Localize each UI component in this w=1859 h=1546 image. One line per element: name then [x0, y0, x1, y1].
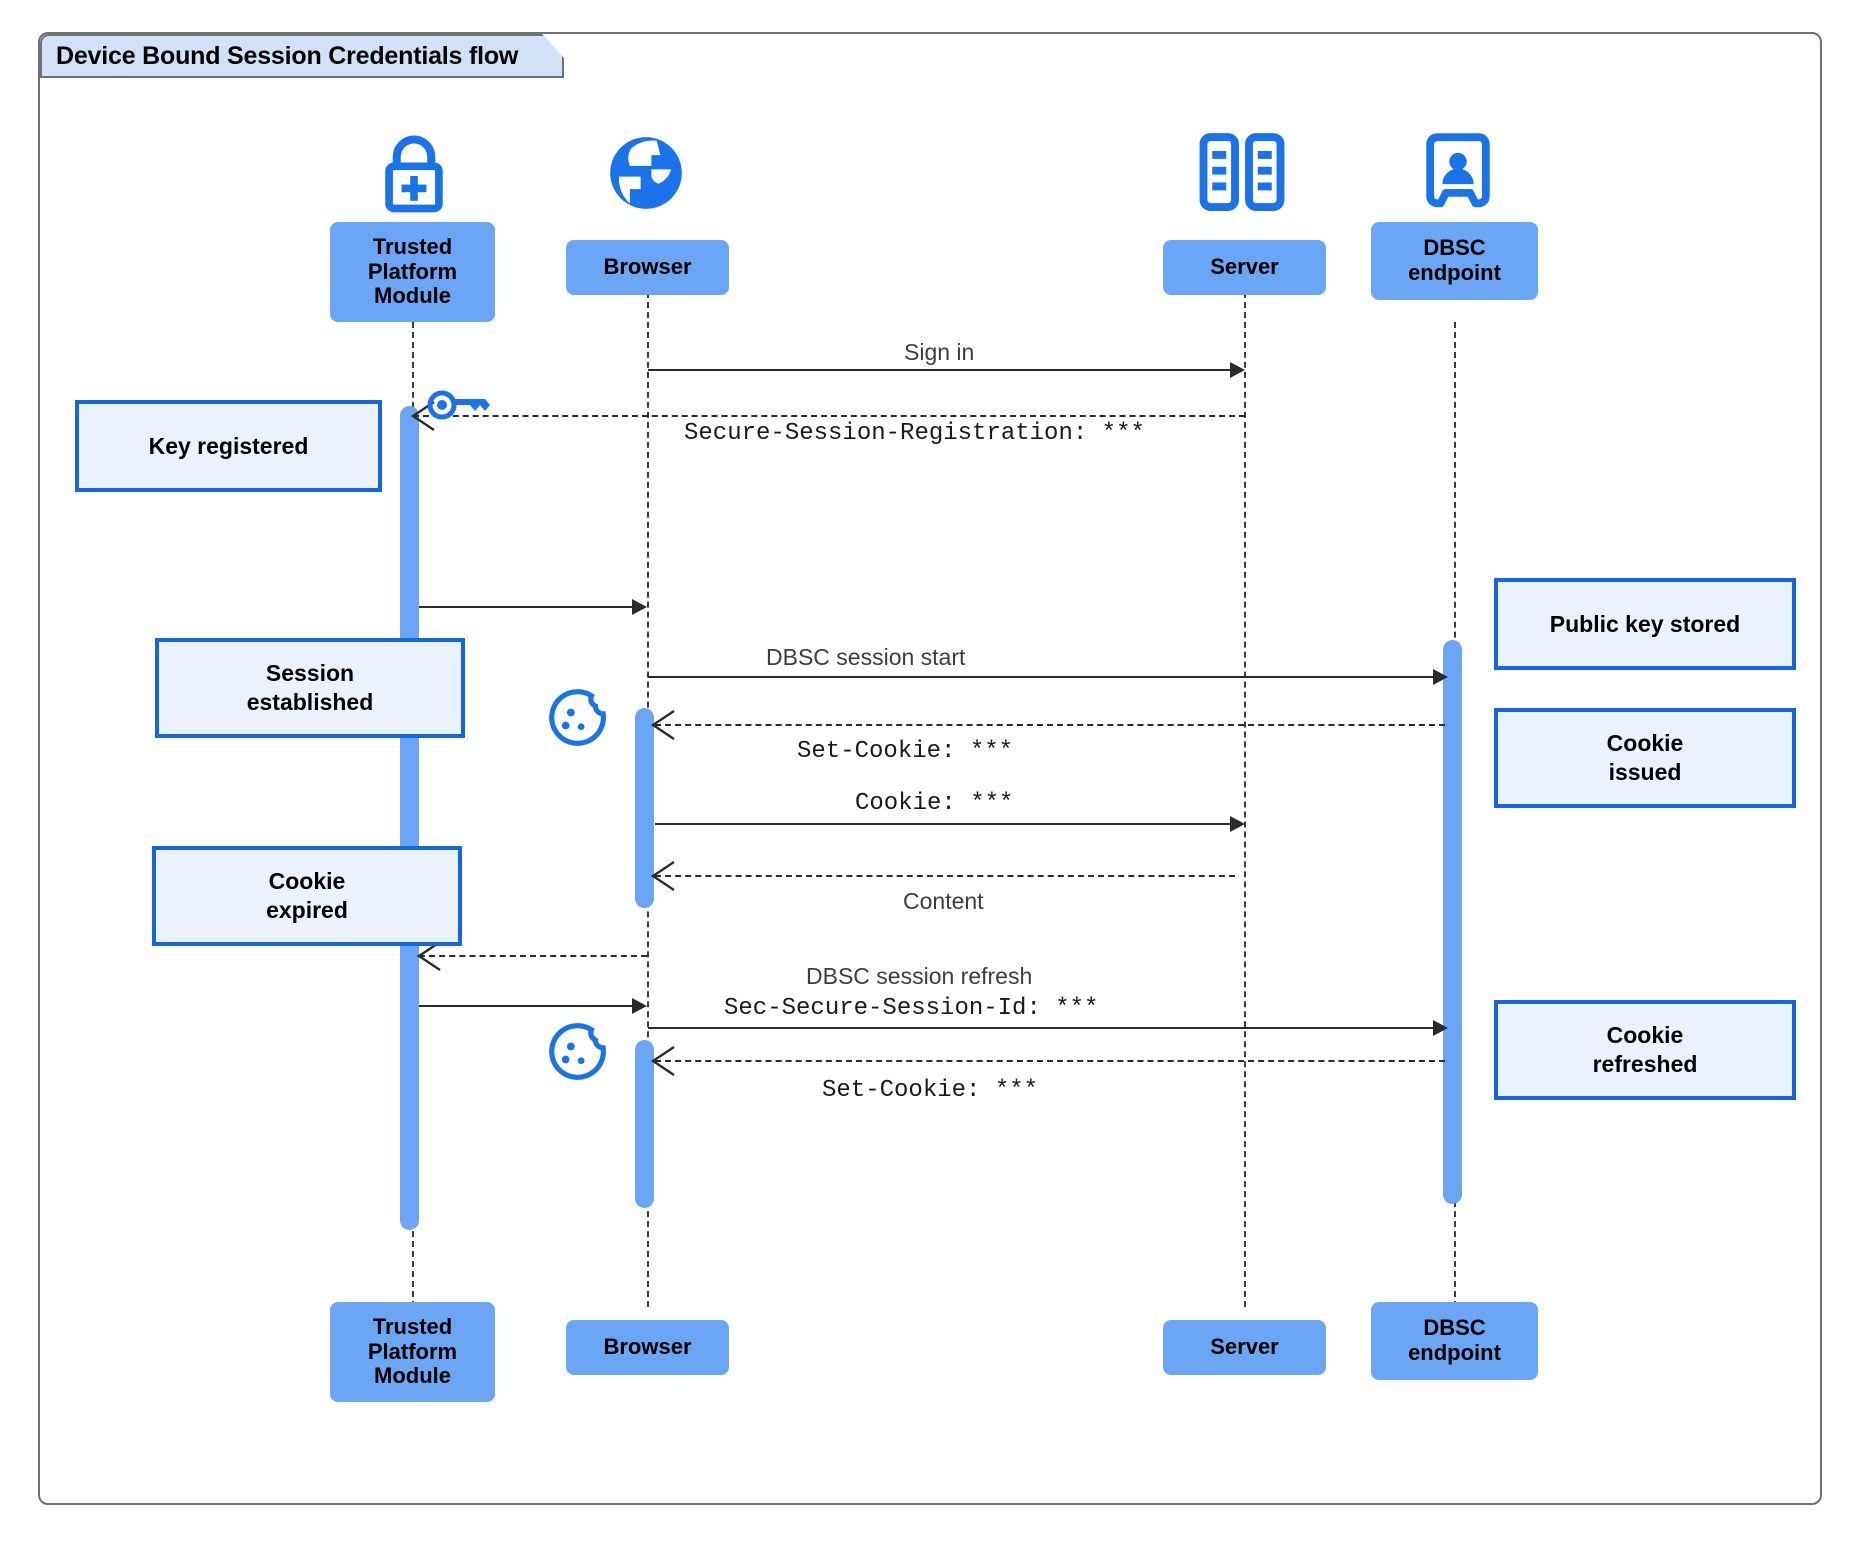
note-cookie-refreshed: Cookie refreshed [1494, 1000, 1796, 1100]
participant-label-server: Server [1210, 1334, 1279, 1360]
participant-label-tpm: Trusted Platform Module [367, 234, 458, 309]
participant-label-tpm: Trusted Platform Module [367, 1314, 458, 1389]
message-arrowhead-browser-to-tpm [416, 941, 441, 971]
participant-header-server[interactable]: Server [1163, 240, 1326, 295]
note-text: Session established [246, 660, 374, 715]
message-line-tpm-to-browser-1 [419, 606, 637, 608]
message-line-tpm-to-browser-2 [419, 1005, 637, 1007]
note-public-key-stored: Public key stored [1494, 578, 1796, 670]
message-arrowhead-dbsc-session-refresh [1433, 1020, 1448, 1036]
participant-header-dbsc[interactable]: DBSC endpoint [1371, 222, 1538, 300]
globe-icon [610, 137, 682, 209]
participant-footer-browser[interactable]: Browser [566, 1320, 729, 1375]
cookie-icon [549, 689, 606, 746]
message-arrowhead-set-cookie-1 [650, 710, 675, 740]
participant-label-browser: Browser [603, 1334, 692, 1360]
message-label-dbsc-session-refresh: DBSC session refresh [806, 963, 1033, 989]
key-icon [427, 390, 490, 420]
note-cookie-issued: Cookie issued [1494, 708, 1796, 808]
message-label-cookie: Cookie: *** [855, 790, 1014, 817]
note-key-registered: Key registered [75, 400, 382, 492]
message-arrowhead-content [650, 861, 675, 891]
participant-header-tpm[interactable]: Trusted Platform Module [330, 222, 495, 322]
activation-browser-2 [635, 1040, 654, 1208]
frame-title-label: Device Bound Session Credentials flow [56, 41, 519, 70]
note-cookie-expired: Cookie expired [152, 846, 462, 946]
message-line-set-cookie-2 [655, 1060, 1445, 1062]
note-text: Cookie issued [1606, 730, 1684, 785]
message-label-set-cookie-2: Set-Cookie: *** [822, 1077, 1039, 1104]
message-arrowhead-set-cookie-2 [650, 1046, 675, 1076]
activation-tpm [400, 406, 419, 1230]
participant-footer-tpm[interactable]: Trusted Platform Module [330, 1302, 495, 1402]
message-arrowhead-tpm-to-browser-1 [632, 599, 647, 615]
frame-title-tab: Device Bound Session Credentials flow [40, 34, 564, 78]
message-arrowhead-cookie [1230, 816, 1245, 832]
message-arrowhead-secure-session-registration [410, 401, 435, 431]
message-label-set-cookie-1: Set-Cookie: *** [797, 738, 1014, 765]
participant-label-dbsc: DBSC endpoint [1408, 235, 1501, 285]
id-badge-icon [1426, 133, 1490, 208]
participant-footer-dbsc[interactable]: DBSC endpoint [1371, 1302, 1538, 1380]
message-arrowhead-sign-in [1230, 362, 1245, 378]
message-line-dbsc-session-start [648, 676, 1445, 678]
message-label-sec-secure-session-id: Sec-Secure-Session-Id: *** [724, 995, 1099, 1022]
note-session-established: Session established [155, 638, 465, 738]
diagram-frame [38, 32, 1822, 1505]
activation-browser-1 [635, 708, 654, 908]
note-text: Cookie expired [266, 868, 348, 923]
message-line-content [655, 875, 1235, 877]
message-line-cookie [655, 823, 1235, 825]
message-label-secure-session-registration: Secure-Session-Registration: *** [684, 420, 1145, 447]
participant-label-browser: Browser [603, 254, 692, 280]
note-text: Cookie refreshed [1592, 1022, 1698, 1077]
participant-label-dbsc: DBSC endpoint [1408, 1315, 1501, 1365]
message-label-sign-in: Sign in [904, 339, 975, 365]
message-line-browser-to-tpm [419, 955, 647, 957]
message-arrowhead-dbsc-session-start [1433, 669, 1448, 685]
participant-label-server: Server [1210, 254, 1279, 280]
note-text: Public key stored [1549, 610, 1741, 637]
message-line-dbsc-session-refresh [648, 1027, 1445, 1029]
server-racks-icon [1199, 133, 1285, 211]
message-line-set-cookie-1 [655, 724, 1445, 726]
lifeline-server [1244, 282, 1246, 1307]
message-line-sign-in [648, 369, 1235, 371]
note-text: Key registered [148, 432, 309, 459]
participant-footer-server[interactable]: Server [1163, 1320, 1326, 1375]
message-arrowhead-tpm-to-browser-2 [632, 998, 647, 1014]
message-line-secure-session-registration [413, 415, 1245, 417]
lock-plus-icon [385, 135, 443, 213]
cookie-icon [549, 1023, 606, 1080]
message-label-content: Content [903, 888, 984, 914]
participant-header-browser[interactable]: Browser [566, 240, 729, 295]
activation-dbsc [1443, 640, 1462, 1204]
message-label-dbsc-session-start: DBSC session start [766, 644, 966, 670]
